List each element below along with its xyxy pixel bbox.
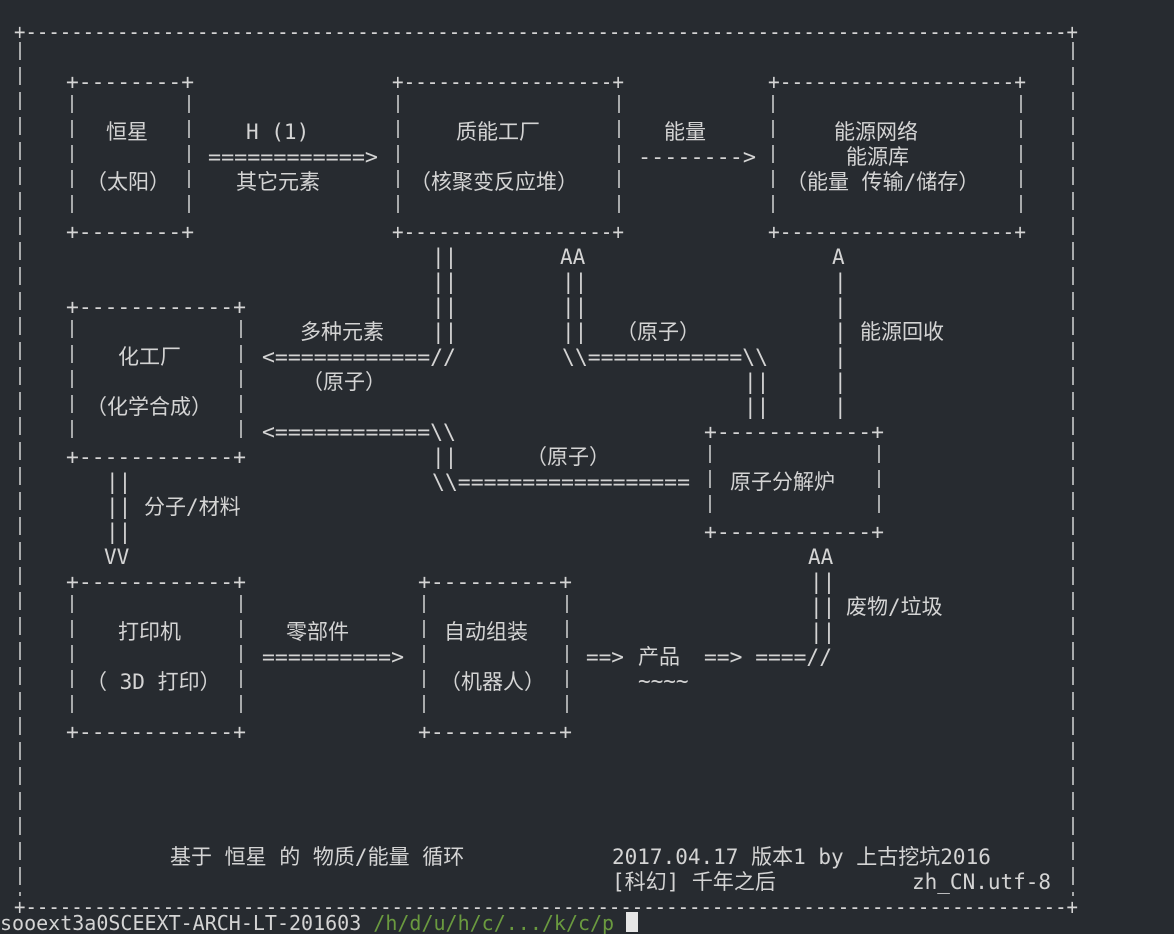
decomposer-box: +------------+ +------------+ 原子分解炉 — [704, 420, 884, 544]
border-top: +---------------------------------------… — [14, 20, 1078, 44]
svg-text:||: || — [106, 495, 131, 520]
svg-text:||: || — [810, 620, 835, 645]
svg-text:||: || — [562, 270, 587, 295]
svg-text:||: || — [106, 520, 131, 545]
arrow-decomp-to-chem-low: \\================== — [432, 470, 690, 494]
prompt-path: /h/d/u/h/c/.../k/c/p — [373, 912, 615, 934]
arrow-head-chem-down: VV — [104, 545, 130, 569]
label-molecules-materials: 分子/材料 — [144, 495, 241, 519]
svg-text:|: | — [834, 370, 847, 395]
arrow-head-fusion-up: AA — [560, 245, 586, 269]
grid-title: 能源网络 — [834, 120, 918, 144]
label-energy: 能量 — [664, 120, 706, 144]
assembly-subtitle: （机器人） — [440, 670, 545, 694]
label-waste: 废物/垃圾 — [846, 595, 943, 619]
star-title: 恒星 — [106, 120, 148, 144]
svg-text:||: || — [810, 595, 835, 620]
svg-text:|: | — [834, 270, 847, 295]
prompt-host: sooext3a0SCEEXT-ARCH-LT-201603 — [0, 912, 362, 934]
svg-text:+--------+: +--------+ — [66, 70, 194, 94]
svg-text:||: || — [432, 295, 457, 320]
svg-text:+----------+: +----------+ — [418, 570, 572, 594]
svg-text:||: || — [562, 295, 587, 320]
svg-text:||: || — [106, 470, 131, 495]
label-energy-recycle: 能源回收 — [860, 320, 944, 344]
arrow-fusion-to-grid: --------> — [638, 145, 756, 169]
svg-text:|: | — [834, 320, 847, 345]
arrow-star-to-fusion: ============> — [208, 145, 378, 169]
label-other-elements: 其它元素 — [236, 170, 320, 194]
assembly-title: 自动组装 — [444, 620, 528, 644]
label-parts: 零部件 — [286, 620, 349, 644]
label-atoms-1: （原子） — [302, 370, 386, 394]
arrow-head-grid-up: A — [832, 245, 845, 269]
svg-text:==>: ==> — [586, 645, 624, 669]
grid-subtitle: （能量 传输/储存） — [786, 170, 979, 194]
arrow-decomp-to-chem: <============\\ — [262, 420, 456, 444]
arrow-printer-to-assembly: ==========> — [262, 645, 404, 669]
label-atoms-3: （原子） — [526, 445, 610, 469]
svg-text:+----------+: +----------+ — [418, 720, 572, 744]
label-product-tilde: ~~~~ — [638, 669, 689, 693]
svg-text:||: || — [432, 270, 457, 295]
energy-grid-box: +--------------------+ +----------------… — [768, 70, 1026, 244]
svg-text:||: || — [810, 570, 835, 595]
svg-text:+------------------+: +------------------+ — [392, 220, 624, 244]
svg-text:||: || — [432, 445, 457, 470]
label-product: 产品 — [638, 645, 680, 669]
grid-title-2: 能源库 — [846, 145, 909, 169]
footer-scifi: [科幻] 千年之后 — [612, 870, 776, 894]
arrow-head-waste-up: AA — [808, 545, 834, 569]
svg-text:|: | — [834, 395, 847, 420]
footer-date-version: 2017.04.17 版本1 by 上古挖坑2016 — [612, 845, 991, 869]
chem-plant-box: +------------+ +------------+ 化工厂 （化学合成） — [66, 295, 246, 469]
border-bottom: +---------------------------------------… — [14, 895, 1078, 919]
printer-title: 打印机 — [118, 620, 181, 644]
footer-caption: 基于 恒星 的 物质/能量 循环 — [170, 845, 464, 869]
label-h1: H (1) — [246, 120, 309, 144]
star-box: +--------+ +--------+ 恒星 （太阳） — [66, 70, 194, 244]
svg-text:+--------------------+: +--------------------+ — [768, 70, 1026, 94]
svg-text:+--------+: +--------+ — [66, 220, 194, 244]
arrow-decomp-to-fusion: \\============\\ — [562, 345, 768, 369]
arrow-fusion-to-chem: <============// — [262, 345, 456, 369]
shell-prompt[interactable]: sooext3a0SCEEXT-ARCH-LT-201603 /h/d/u/h/… — [0, 912, 1174, 934]
svg-text:||: || — [562, 320, 587, 345]
fusion-title: 质能工厂 — [456, 120, 540, 144]
svg-text:||: || — [432, 320, 457, 345]
svg-text:+--------------------+: +--------------------+ — [768, 220, 1026, 244]
arrow-product-to-waste: ==> ====// — [704, 645, 832, 669]
svg-text:||: || — [432, 245, 457, 270]
svg-text:+------------+: +------------+ — [66, 295, 246, 319]
chem-subtitle: （化学合成） — [86, 395, 212, 419]
printer-subtitle: （ 3D 打印） — [86, 670, 221, 694]
svg-text:+------------+: +------------+ — [66, 720, 246, 744]
assembly-box: +----------+ +----------+ 自动组装 （机器人） — [418, 570, 572, 744]
footer-encoding: zh_CN.utf-8 — [912, 870, 1051, 894]
svg-text:+------------------+: +------------------+ — [392, 70, 624, 94]
svg-text:+------------+: +------------+ — [66, 445, 246, 469]
terminal-cursor — [626, 912, 639, 932]
fusion-plant-box: +------------------+ +------------------… — [392, 70, 624, 244]
svg-text:+------------+: +------------+ — [704, 520, 884, 544]
svg-text:|: | — [834, 345, 847, 370]
label-atoms-2: （原子） — [616, 320, 700, 344]
svg-text:||: || — [744, 395, 769, 420]
star-subtitle: （太阳） — [86, 170, 170, 194]
label-many-elements: 多种元素 — [300, 320, 384, 344]
decomposer-title: 原子分解炉 — [730, 470, 835, 494]
svg-text:||: || — [744, 370, 769, 395]
chem-title: 化工厂 — [118, 345, 181, 369]
svg-text:+------------+: +------------+ — [66, 570, 246, 594]
svg-text:+------------+: +------------+ — [704, 420, 884, 444]
svg-text:|: | — [834, 295, 847, 320]
printer-box: +------------+ +------------+ 打印机 （ 3D 打… — [66, 570, 246, 744]
fusion-subtitle: （核聚变反应堆） — [410, 170, 578, 194]
